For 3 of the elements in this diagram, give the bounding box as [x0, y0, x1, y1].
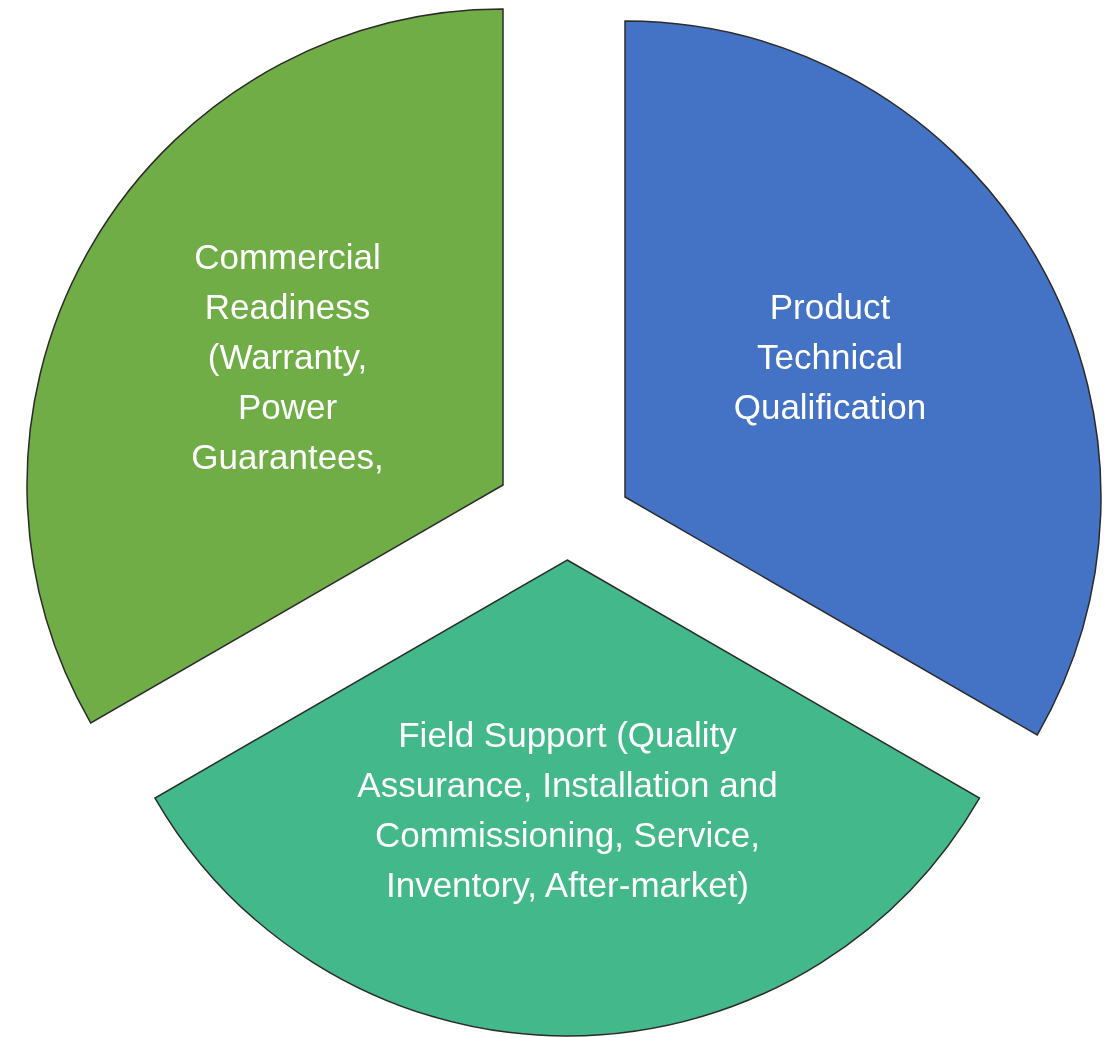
segment-label: Product Technical Qualification — [732, 286, 928, 428]
segment-label: Field Support (Quality Assurance, Installation and Commissioning, Service, Inventory, After-market) — [356, 714, 779, 906]
segment-label: Commercial Readiness (Warranty, Power Guarantees, — [190, 236, 385, 478]
